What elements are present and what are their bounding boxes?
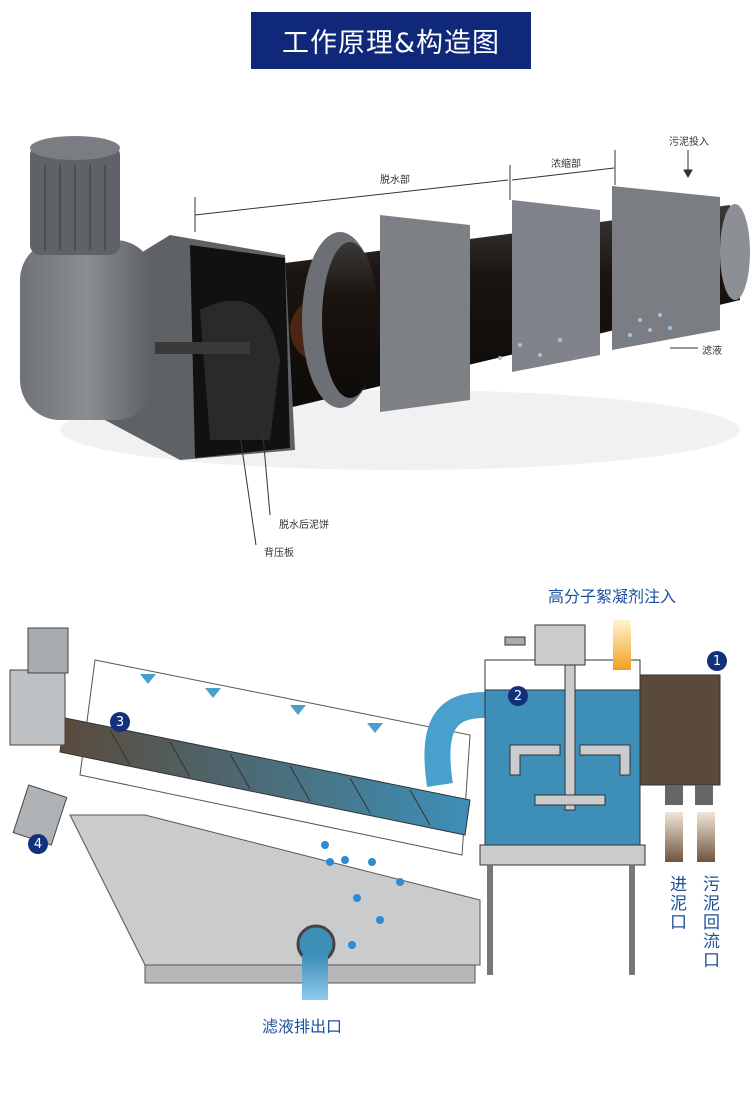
label-sludge-inlet: 进泥口 bbox=[666, 875, 686, 932]
plate bbox=[612, 186, 720, 350]
page-title: 工作原理&构造图 bbox=[251, 12, 531, 69]
machine-render bbox=[20, 136, 750, 546]
connecting-pipe bbox=[424, 692, 486, 787]
marker-2: 2 bbox=[508, 686, 528, 706]
label-dewatered-cake: 脱水后泥饼 bbox=[279, 520, 329, 531]
label-sludge-input: 污泥投入 bbox=[669, 137, 709, 148]
plate bbox=[512, 200, 600, 372]
label-dewatering-section: 脱水部 bbox=[380, 175, 410, 186]
label-filtrate-outlet: 滤液排出口 bbox=[262, 1017, 343, 1036]
marker-4: 4 bbox=[28, 834, 48, 854]
gear-motor bbox=[20, 240, 155, 420]
label-thickening-section: 浓缩部 bbox=[551, 159, 581, 170]
schematic-diagram bbox=[9, 620, 721, 1000]
marker-1: 1 bbox=[707, 651, 727, 671]
label-filtrate: 滤液 bbox=[702, 346, 722, 357]
drive-motor bbox=[9, 669, 66, 746]
label-sludge-return: 污泥回流口 bbox=[699, 875, 719, 970]
label-back-pressure-plate: 背压板 bbox=[264, 548, 294, 559]
filtrate-trough bbox=[69, 814, 481, 966]
marker-3: 3 bbox=[110, 712, 130, 732]
plate bbox=[380, 215, 470, 412]
label-flocculant-injection: 高分子絮凝剂注入 bbox=[548, 587, 677, 606]
